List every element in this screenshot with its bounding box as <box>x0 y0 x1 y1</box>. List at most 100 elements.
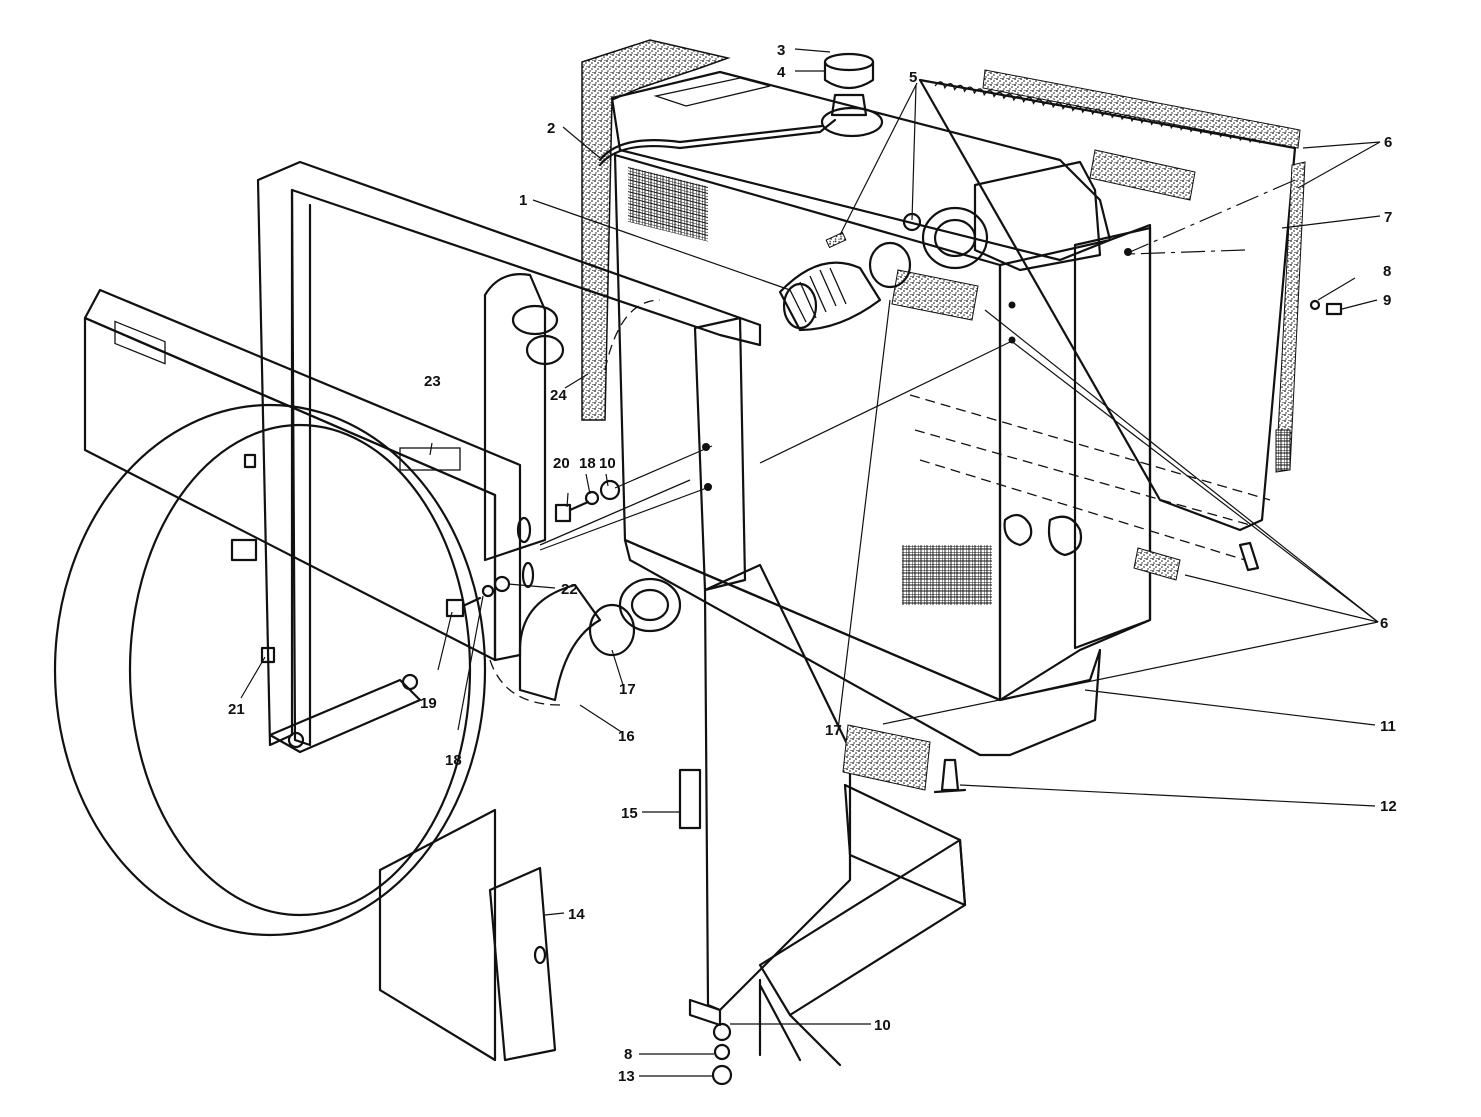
hidden-line-1 <box>909 394 1271 501</box>
nut-13 <box>711 1064 733 1086</box>
right-seal-block <box>1275 429 1291 471</box>
stippled-side-bracket <box>581 39 731 421</box>
bottom-tank <box>623 538 1102 757</box>
callout-8-upper: 8 <box>1383 263 1391 280</box>
filler-cap-assembly <box>820 52 884 138</box>
shroud-slot-upper <box>516 516 532 544</box>
fan-ring-inner <box>128 423 472 917</box>
bracket-foot <box>688 998 722 1027</box>
bracket-plate-15 <box>678 768 702 830</box>
upper-hose <box>778 261 882 332</box>
frame-right-upright <box>693 316 747 592</box>
cap-top <box>823 52 875 72</box>
washer-22 <box>493 575 511 593</box>
callout-18-lower: 18 <box>445 752 462 769</box>
shroud-clip-21 <box>260 646 276 664</box>
fan-shroud <box>53 288 557 1062</box>
lower-left-fitting <box>1003 513 1033 547</box>
lower-hose-assembly <box>489 577 682 706</box>
hose-ribs <box>789 267 847 323</box>
drain-cock-body <box>940 758 960 792</box>
lower-hose-hidden <box>489 659 561 706</box>
mount-legs <box>758 978 842 1067</box>
callout-11: 11 <box>1380 718 1396 735</box>
callout-6-lower: 6 <box>1380 615 1388 632</box>
callout-6-top: 6 <box>1384 134 1392 151</box>
shroud-bracket-14 <box>488 866 557 1062</box>
hidden-line-2 <box>914 429 1251 526</box>
clamp-screw-5 <box>825 231 847 249</box>
shroud-slot-lower <box>521 561 535 589</box>
frame-bottom-rail <box>268 678 422 754</box>
core-tube-grid-2 <box>902 545 992 605</box>
seal-block-lower <box>842 724 931 791</box>
filler-neck-spring <box>830 93 868 117</box>
top-tank <box>610 70 1112 262</box>
callout-8-lower: 8 <box>624 1046 632 1063</box>
callout-18-upper: 18 <box>579 455 596 472</box>
overflow-tube-edge <box>598 124 824 162</box>
shroud-clip-upper <box>230 538 258 562</box>
lockwasher-18a <box>584 490 600 506</box>
callout-10-upper: 10 <box>599 455 616 472</box>
frame-outer <box>256 160 762 747</box>
callout-24: 24 <box>550 387 567 404</box>
callout-22: 22 <box>561 581 578 598</box>
callout-21: 21 <box>228 701 245 718</box>
pillar-hose-top <box>511 304 559 336</box>
callout-10-lower: 10 <box>874 1017 891 1034</box>
upper-outlet-bore <box>933 218 977 258</box>
callout-17-middle: 17 <box>825 722 842 739</box>
lower-support-bracket <box>703 563 852 1012</box>
core-tube-grid-1 <box>628 166 708 242</box>
washer-10a <box>599 479 621 501</box>
lockwasher-18b <box>481 584 495 598</box>
bottom-pipe-end <box>1238 541 1260 572</box>
callout-labels: 1 2 3 4 5 6 6 7 8 9 10 10 11 12 13 14 15… <box>228 42 1397 1085</box>
bolt-20-shank <box>568 500 590 512</box>
lower-hose-16 <box>518 583 602 702</box>
side-hole-1 <box>1124 248 1132 256</box>
frame-bolt-br <box>401 673 419 691</box>
bolt-19-shank <box>461 596 482 608</box>
washer-10b <box>712 1022 732 1042</box>
frame-left-rail <box>290 188 312 747</box>
overflow-tube <box>598 118 837 167</box>
frame-bolt-bl <box>287 731 305 749</box>
shroud-box-front <box>83 316 497 662</box>
lower-outlet-pipe <box>618 577 682 633</box>
rear-fin-core <box>918 78 1297 532</box>
callout-19: 19 <box>420 695 437 712</box>
callout-4: 4 <box>777 64 786 81</box>
upper-outlet-housing <box>973 160 1102 272</box>
hidden-line-4 <box>604 299 661 371</box>
core-seal-strip-top <box>891 269 979 321</box>
upper-hose-clamp <box>868 241 912 289</box>
rear-seal-strip <box>982 69 1301 149</box>
shroud-clip-top <box>243 453 257 469</box>
callout-2: 2 <box>547 120 555 137</box>
hardware <box>445 248 1343 1086</box>
radiator-assembly <box>581 39 1306 757</box>
frame-inner-pillar <box>483 273 547 562</box>
fan-ring <box>53 403 487 937</box>
washer-8a <box>1309 299 1321 311</box>
bolt-20 <box>554 503 572 523</box>
callout-15: 15 <box>621 805 638 822</box>
shroud-frame <box>256 160 852 1027</box>
callout-5: 5 <box>909 69 917 86</box>
callout-13: 13 <box>618 1068 635 1085</box>
leader-lines <box>240 48 1381 1077</box>
callout-20: 20 <box>553 455 570 472</box>
upper-hose-end <box>782 282 818 330</box>
filler-neck-base <box>820 106 884 138</box>
callout-23: 23 <box>424 373 441 390</box>
lower-seal-strip <box>1133 547 1181 581</box>
lower-outlet-bore <box>630 588 670 622</box>
tank-seal-strip <box>1089 149 1196 201</box>
callout-17-lower: 17 <box>619 681 636 698</box>
lower-hose-clamp <box>588 603 636 657</box>
pillar-clamp <box>525 334 565 366</box>
washer-10a-hole <box>606 486 614 494</box>
frame-lower-edge <box>539 479 691 546</box>
